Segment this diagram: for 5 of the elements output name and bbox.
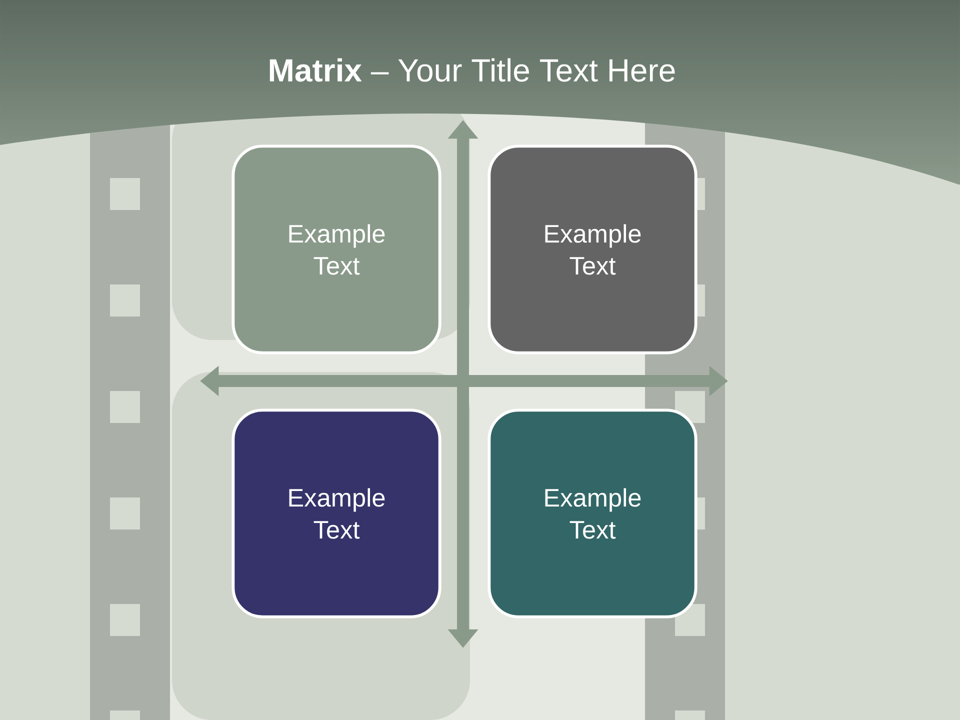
matrix-box: Example Text: [232, 144, 442, 354]
matrix-box: Example Text: [488, 408, 698, 618]
title: Matrix – Your Title Text Here: [270, 58, 675, 82]
matrix-box: Example Text: [232, 408, 442, 618]
matrix-box: Example Text: [488, 144, 698, 354]
